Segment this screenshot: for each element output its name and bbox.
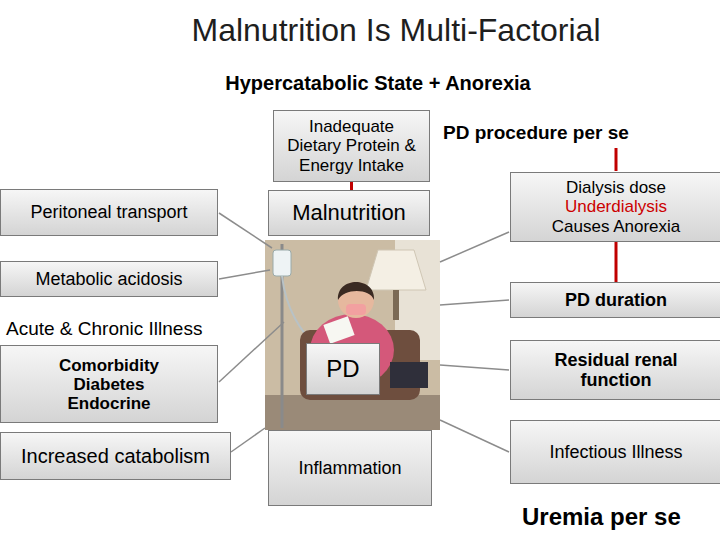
leader-line	[440, 365, 509, 370]
factor-box: Infectious Illness	[510, 420, 720, 484]
papers	[323, 316, 354, 344]
factor-box: Residual renal function	[510, 340, 720, 400]
leader-line	[440, 300, 509, 305]
text-label: Hypercatabolic State + Anorexia	[0, 72, 720, 95]
photo-floor	[265, 395, 440, 430]
leader-line	[440, 232, 509, 262]
leader-lines	[219, 213, 509, 452]
box-text: Inflammation	[298, 458, 401, 478]
text-label: PD procedure per se	[443, 122, 629, 144]
box-text: Comorbidity Diabetes Endocrine	[44, 356, 174, 413]
factor-box: Inflammation	[268, 430, 432, 506]
leader-line	[440, 420, 509, 452]
lamp-shade	[366, 250, 426, 290]
illness-group: Acute & Chronic IllnessComorbidity Diabe…	[0, 318, 240, 434]
red-link-line	[615, 148, 618, 171]
box-text: PD	[326, 356, 359, 383]
factor-box: Dialysis doseUnderdialysisCauses Anorexi…	[510, 172, 720, 242]
box-text: Metabolic acidosis	[35, 269, 182, 289]
face-mask	[346, 304, 366, 315]
factor-box: Metabolic acidosis	[0, 261, 218, 297]
patient-photo	[265, 240, 440, 430]
slide-title: Malnutrition Is Multi-Factorial	[36, 12, 720, 49]
box-text: Infectious Illness	[549, 442, 682, 462]
pd-box: PD	[306, 343, 380, 395]
box-text: Increased catabolism	[21, 445, 210, 467]
connector-line	[615, 242, 618, 282]
dialysate-bag	[273, 250, 291, 276]
head	[338, 282, 374, 318]
factor-box: Inadequate Dietary Protein & Energy Inta…	[273, 110, 430, 182]
central-box: Malnutrition	[268, 190, 430, 236]
factor-box: Increased catabolism	[0, 432, 231, 480]
factor-box: Peritoneal transport	[0, 189, 218, 236]
box-text: Inadequate Dietary Protein & Energy Inta…	[280, 117, 423, 174]
box-text: Causes Anorexia	[552, 217, 681, 236]
connector-line	[350, 182, 353, 190]
leader-line	[219, 270, 270, 279]
text-label: Uremia per se	[522, 503, 681, 531]
leader-line	[219, 322, 284, 382]
factor-box: PD duration	[510, 282, 720, 318]
box-text: Malnutrition	[292, 201, 406, 226]
box-text: Dialysis dose	[566, 178, 666, 197]
box-text: Residual renal function	[536, 350, 696, 390]
legs	[390, 362, 428, 388]
box-text: Underdialysis	[565, 197, 667, 216]
photo-wall	[265, 240, 440, 430]
leader-line	[219, 213, 272, 248]
lamp-stem	[393, 290, 399, 320]
leader-line	[231, 428, 265, 452]
hair	[338, 282, 374, 300]
group-heading: Acute & Chronic Illness	[0, 318, 202, 345]
factor-box: Comorbidity Diabetes Endocrine	[0, 345, 218, 423]
box-text: Peritoneal transport	[30, 202, 187, 222]
box-text: PD duration	[565, 290, 667, 310]
